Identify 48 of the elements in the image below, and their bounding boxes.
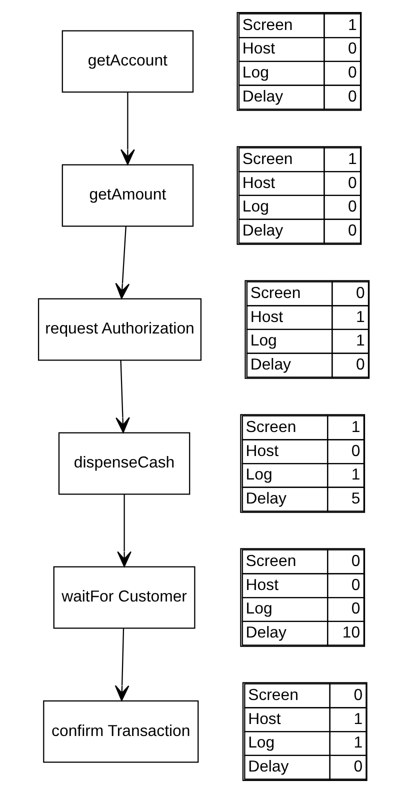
label: Log [242,198,268,216]
label: 0 [353,686,362,704]
label: 5 [350,490,360,508]
label: 0 [350,442,360,460]
label: 1 [350,418,360,436]
label: 0 [348,88,356,106]
label: Log [245,466,272,484]
label: Screen [248,686,298,704]
label: Delay [245,624,286,642]
label: 0 [348,222,356,240]
label: 0 [348,174,356,192]
label: Delay [242,222,283,240]
label: Delay [248,758,288,776]
label: Host [245,442,278,460]
label: Screen [242,16,292,34]
label: 0 [353,758,362,776]
label: Host [242,40,275,58]
label: 0 [350,600,360,618]
label: Delay [245,490,286,508]
label: Log [245,600,272,618]
label: 1 [348,16,356,34]
label: 1 [353,710,362,728]
label: Host [242,174,275,192]
label: 1 [355,332,364,350]
label: 1 [355,308,364,326]
label: 1 [348,150,356,168]
label: Log [242,64,268,82]
label: Delay [250,356,291,374]
label: Delay [242,88,283,106]
label: Screen [245,552,296,570]
label: 0 [348,40,356,58]
label: 0 [355,284,364,302]
label: Screen [242,150,292,168]
label: 0 [350,576,360,594]
label: Host [250,308,283,326]
label: 0 [348,198,356,216]
label: Log [248,734,274,752]
label: Screen [250,284,300,302]
label: Host [245,576,278,594]
label: Host [248,710,280,728]
label: 1 [353,734,362,752]
label: Log [250,332,276,350]
label: Screen [245,418,296,436]
label: 10 [342,624,360,642]
label: 0 [348,64,356,82]
label: 1 [350,466,360,484]
label: 0 [355,356,364,374]
label: 0 [350,552,360,570]
